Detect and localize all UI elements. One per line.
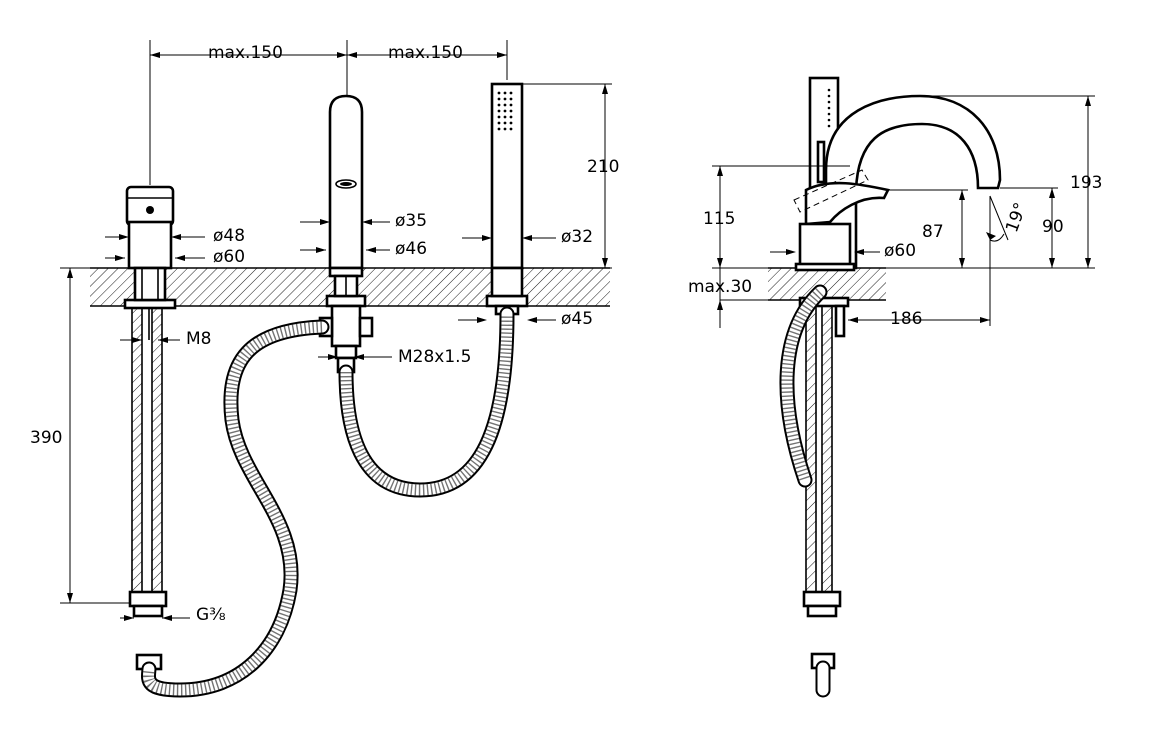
base-diameter-dim: ø60 — [770, 241, 916, 261]
handle-d48-label: ø48 — [213, 226, 245, 246]
body-height-label: 87 — [922, 222, 944, 242]
outlet-height-label: 90 — [1042, 217, 1064, 237]
side-view: 193 90 19° 115 — [688, 76, 1102, 698]
handshower — [485, 82, 529, 316]
deck-thickness-dim: max.30 — [688, 268, 768, 328]
spacing-dimension: max.150 max.150 — [149, 40, 508, 185]
deck-slab-side — [768, 268, 886, 300]
spout-diameter-dims: ø35 ø46 — [300, 211, 427, 259]
left-supply-pipes — [128, 307, 168, 671]
lever-height-label: 115 — [703, 209, 735, 229]
spout-d35-label: ø35 — [395, 211, 427, 231]
thread-dims-left: M8 G⅜ — [120, 329, 226, 625]
connection-label: G⅜ — [196, 605, 226, 625]
handshower-height-label: 210 — [587, 157, 619, 177]
spacing-right-label: max.150 — [388, 43, 463, 63]
thread-m28-label: M28x1.5 — [398, 347, 471, 367]
angle-dim: 19° — [986, 195, 1031, 326]
reach-label: 186 — [890, 309, 922, 329]
deck-thickness-label: max.30 — [688, 277, 752, 297]
handle-d60-label: ø60 — [213, 247, 245, 267]
base-d60-label: ø60 — [884, 241, 916, 261]
side-lever — [793, 169, 890, 272]
braided-hose-front — [141, 306, 515, 698]
side-spout — [824, 94, 1002, 270]
hose-length-dim: 390 — [30, 267, 130, 604]
body-height-dim: 87 — [888, 189, 968, 268]
front-view: max.150 max.150 ø48 ø60 — [30, 40, 619, 698]
lever-height-dim: 115 — [703, 165, 850, 269]
thread-m28-dim: M28x1.5 — [318, 347, 471, 367]
handle-diameter-dims: ø48 ø60 — [105, 226, 245, 267]
reach-dim: 186 — [848, 309, 990, 329]
thread-m8-label: M8 — [186, 329, 211, 349]
handshower-d45-label: ø45 — [561, 309, 593, 329]
angle-label: 19° — [1002, 200, 1031, 235]
total-height-label: 193 — [1070, 173, 1102, 193]
side-supply-pipes — [779, 284, 850, 698]
handshower-d32-label: ø32 — [561, 227, 593, 247]
handshower-dims: 210 ø32 ø45 — [458, 83, 619, 329]
outlet-height-dim: 90 — [1000, 187, 1064, 268]
spout — [318, 94, 374, 374]
spacing-left-label: max.150 — [208, 43, 283, 63]
mixer-handle — [123, 185, 177, 310]
spout-d46-label: ø46 — [395, 239, 427, 259]
hose-length-label: 390 — [30, 428, 62, 448]
